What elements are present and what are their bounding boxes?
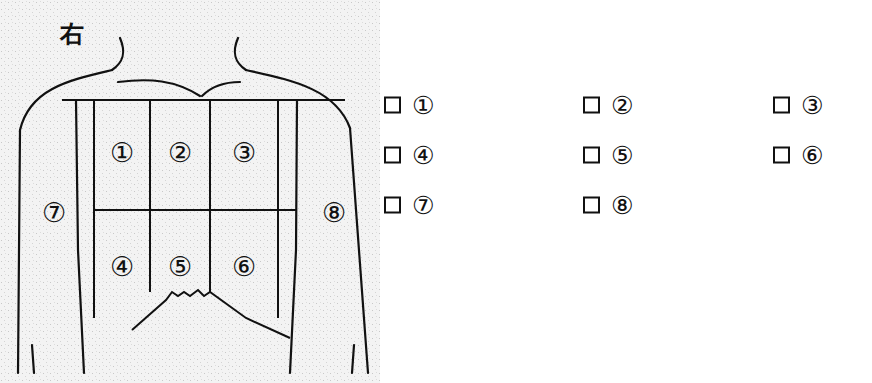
region-grid: [62, 100, 345, 338]
option-number: ⑥: [801, 143, 823, 168]
region-number: ⑥: [232, 253, 256, 280]
region-number: ⑤: [168, 253, 192, 280]
checkbox: [773, 97, 790, 114]
option-number: ⑧: [611, 193, 633, 218]
option-number: ⑤: [611, 143, 633, 168]
option-number: ④: [412, 143, 434, 168]
option-number: ⑦: [412, 193, 434, 218]
option-number: ①: [412, 93, 434, 118]
region-number: ⑧: [322, 199, 346, 226]
option-number: ③: [801, 93, 823, 118]
region-number: ①: [110, 139, 134, 166]
region-number: ②: [168, 139, 192, 166]
side-mark: 右: [60, 22, 84, 46]
checkbox: [384, 197, 401, 214]
checkbox: [773, 147, 790, 164]
checkbox: [384, 97, 401, 114]
checkbox: [583, 147, 600, 164]
checkbox: [583, 97, 600, 114]
option-number: ②: [611, 93, 633, 118]
region-number: ⑦: [42, 199, 66, 226]
region-number: ④: [110, 253, 134, 280]
region-number: ③: [232, 139, 256, 166]
body-outline: [18, 38, 368, 373]
checkbox: [583, 197, 600, 214]
checkbox: [384, 147, 401, 164]
paper-texture: [0, 0, 380, 383]
